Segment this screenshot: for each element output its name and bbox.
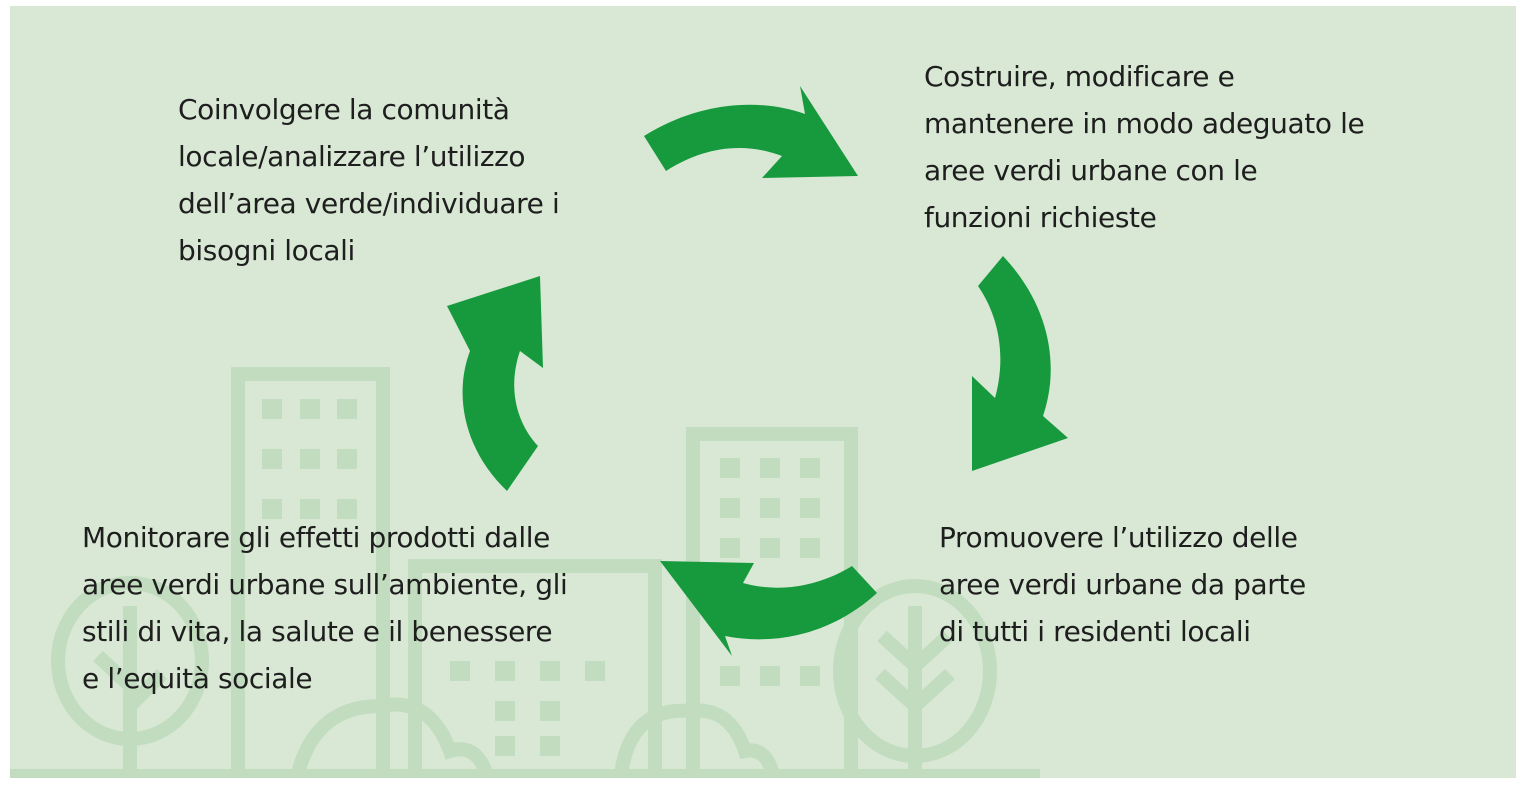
bush-right: [613, 703, 781, 778]
step-4-line-1: Monitorare gli effetti prodotti dalle: [82, 521, 550, 554]
tree-right-branch-c: [875, 668, 920, 712]
step-2-line-4: funzioni richieste: [924, 201, 1157, 234]
step-1-line-3: dell’area verde/individuare i: [178, 187, 560, 220]
arrow-top-icon: [644, 86, 858, 178]
tree-left-branch-a: [93, 650, 135, 692]
step-4-line-4: e l’equità sociale: [82, 662, 313, 695]
step-2-text: Costruire, modificare e mantenere in mod…: [924, 53, 1365, 241]
bush-left: [289, 697, 496, 778]
building-middle-windows: [450, 661, 605, 756]
tree-right-branch-a: [877, 630, 920, 672]
step-1-text: Coinvolgere la comunità locale/analizzar…: [178, 86, 560, 274]
arrow-left-icon: [447, 276, 543, 491]
step-3-line-3: di tutti i residenti locali: [939, 615, 1251, 648]
step-1-line-4: bisogni locali: [178, 234, 355, 267]
step-1-line-1: Coinvolgere la comunità: [178, 93, 510, 126]
arrow-bottom-icon: [660, 561, 877, 656]
step-4-line-3: stili di vita, la salute e il benessere: [82, 615, 553, 648]
step-2-line-1: Costruire, modificare e: [924, 60, 1235, 93]
tree-left-branch-b: [125, 669, 167, 711]
city-background-illustration: [10, 367, 1040, 778]
building-left-windows: [262, 399, 357, 519]
step-2-line-3: aree verdi urbane con le: [924, 154, 1258, 187]
arrow-right-icon: [972, 256, 1068, 471]
step-3-line-2: aree verdi urbane da parte: [939, 568, 1306, 601]
step-4-line-2: aree verdi urbane sull’ambiente, gli: [82, 568, 568, 601]
step-2-line-2: mantenere in modo adeguato le: [924, 107, 1365, 140]
tree-right-branch-d: [910, 668, 955, 712]
cycle-arrows: [447, 86, 1068, 656]
tree-right-branch-b: [910, 630, 953, 672]
building-right-windows: [720, 458, 820, 686]
cycle-diagram-panel: Coinvolgere la comunità locale/analizzar…: [10, 6, 1516, 778]
step-3-line-1: Promuovere l’utilizzo delle: [939, 521, 1298, 554]
step-4-text: Monitorare gli effetti prodotti dalle ar…: [82, 514, 568, 702]
building-middle-outline: [408, 559, 662, 778]
building-left-outline: [231, 367, 390, 778]
step-1-line-2: locale/analizzare l’utilizzo: [178, 140, 526, 173]
step-3-text: Promuovere l’utilizzo delle aree verdi u…: [939, 514, 1306, 655]
